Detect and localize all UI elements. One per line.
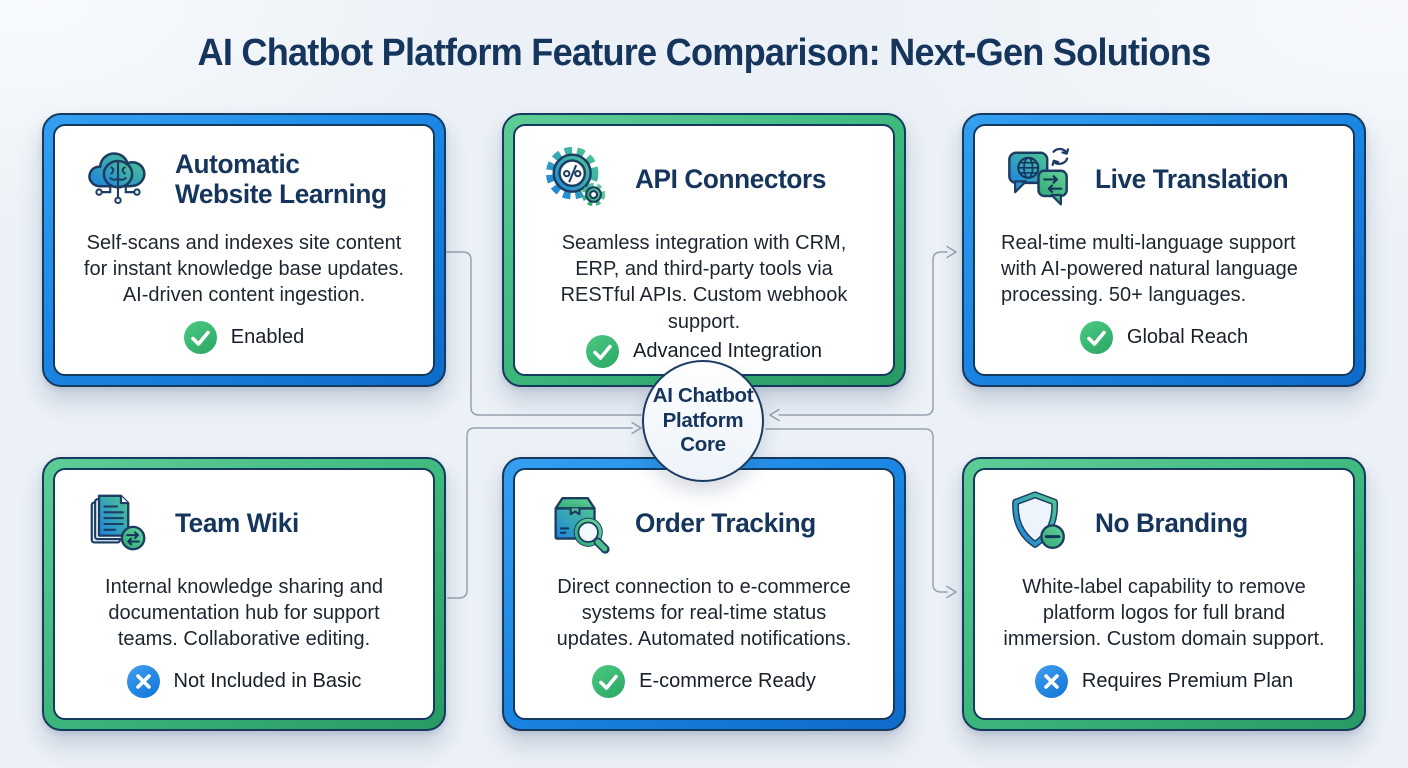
feature-card: Order Tracking Direct connection to e-co… [502, 457, 906, 731]
team-wiki-documents-icon [83, 488, 153, 558]
card-title: API Connectors [635, 163, 827, 194]
card-status-row: Global Reach [999, 321, 1329, 354]
card-description: White-label capability to remove platfor… [1003, 576, 1325, 651]
feature-card-inner: Order Tracking Direct connection to e-co… [513, 468, 895, 720]
card-status-row: Enabled [79, 321, 409, 354]
card-title: Order Tracking [635, 507, 816, 538]
feature-card-inner: API Connectors Seamless integration with… [513, 124, 895, 376]
feature-card: Live Translation Real-time multi-languag… [962, 113, 1366, 387]
package-search-icon [543, 488, 613, 558]
status-label: Global Reach [1126, 326, 1249, 348]
check-icon [190, 330, 210, 346]
status-badge [183, 321, 217, 354]
card-status-row: Not Included in Basic [79, 665, 409, 698]
check-icon [1087, 330, 1106, 346]
status-badge [592, 665, 626, 698]
status-badge [126, 665, 160, 698]
card-header: API Connectors [539, 141, 869, 217]
feature-card: API Connectors Seamless integration with… [502, 113, 906, 387]
feature-card: No Branding White-label capability to re… [962, 457, 1366, 731]
connector-card1-to-core [445, 251, 642, 416]
connector-card4-to-core [447, 427, 633, 599]
card-title: No Branding [1095, 507, 1248, 538]
page-title: AI Chatbot Platform Feature Comparison: … [197, 32, 1212, 74]
api-gears-icon [543, 144, 613, 214]
card-title: Team Wiki [175, 507, 299, 538]
connector-core-to-card3 [778, 251, 948, 416]
status-badge [1079, 321, 1113, 354]
check-icon [599, 674, 618, 690]
card-description: Direct connection to e-commerce systems … [556, 576, 852, 651]
check-icon [593, 344, 612, 360]
cross-icon [1044, 674, 1059, 689]
connector-arrow [769, 408, 780, 422]
connector-arrow [946, 585, 957, 599]
brain-cloud-icon [83, 144, 153, 214]
card-description: Real-time multi-language support with AI… [1001, 232, 1298, 307]
translation-bubbles-icon [1003, 144, 1073, 214]
status-label: Advanced Integration [632, 339, 823, 362]
feature-card: Automatic Website Learning Self-scans an… [42, 113, 446, 387]
connector-arrow [631, 421, 642, 435]
card-title: Live Translation [1095, 163, 1289, 194]
connector-core-to-card6 [765, 428, 948, 593]
feature-card-inner: Live Translation Real-time multi-languag… [973, 124, 1355, 376]
feature-card-inner: Team Wiki Internal knowledge sharing and… [53, 468, 435, 720]
center-node-label: AI Chatbot [652, 384, 754, 408]
card-title: Automatic Website Learning [175, 148, 387, 209]
feature-card: Team Wiki Internal knowledge sharing and… [42, 457, 446, 731]
status-label: Enabled [230, 326, 305, 348]
card-header: Live Translation [999, 141, 1329, 217]
card-header: No Branding [999, 485, 1329, 561]
center-node: AI Chatbot Platform Core [642, 360, 764, 482]
card-header: Order Tracking [539, 485, 869, 561]
card-header: Team Wiki [79, 485, 409, 561]
feature-card-inner: No Branding White-label capability to re… [973, 468, 1355, 720]
status-label: E-commerce Ready [639, 670, 816, 692]
feature-card-inner: Automatic Website Learning Self-scans an… [53, 124, 435, 376]
card-header: Automatic Website Learning [79, 141, 409, 217]
center-node-label: Core [680, 433, 726, 457]
center-node-label: Platform [662, 408, 744, 432]
card-description: Seamless integration with CRM, ERP, and … [560, 232, 848, 333]
status-label: Requires Premium Plan [1081, 670, 1294, 692]
cross-icon [135, 674, 151, 689]
connector-arrow [946, 245, 957, 259]
status-label: Not Included in Basic [173, 670, 362, 692]
card-status-row: E-commerce Ready [539, 665, 869, 698]
status-badge [1034, 665, 1068, 698]
card-status-row: Advanced Integration [539, 334, 869, 368]
card-description: Internal knowledge sharing and documenta… [105, 576, 383, 651]
card-description: Self-scans and indexes site content for … [83, 232, 405, 307]
shield-minus-icon [1003, 488, 1073, 558]
status-badge [585, 334, 619, 368]
card-status-row: Requires Premium Plan [999, 665, 1329, 698]
